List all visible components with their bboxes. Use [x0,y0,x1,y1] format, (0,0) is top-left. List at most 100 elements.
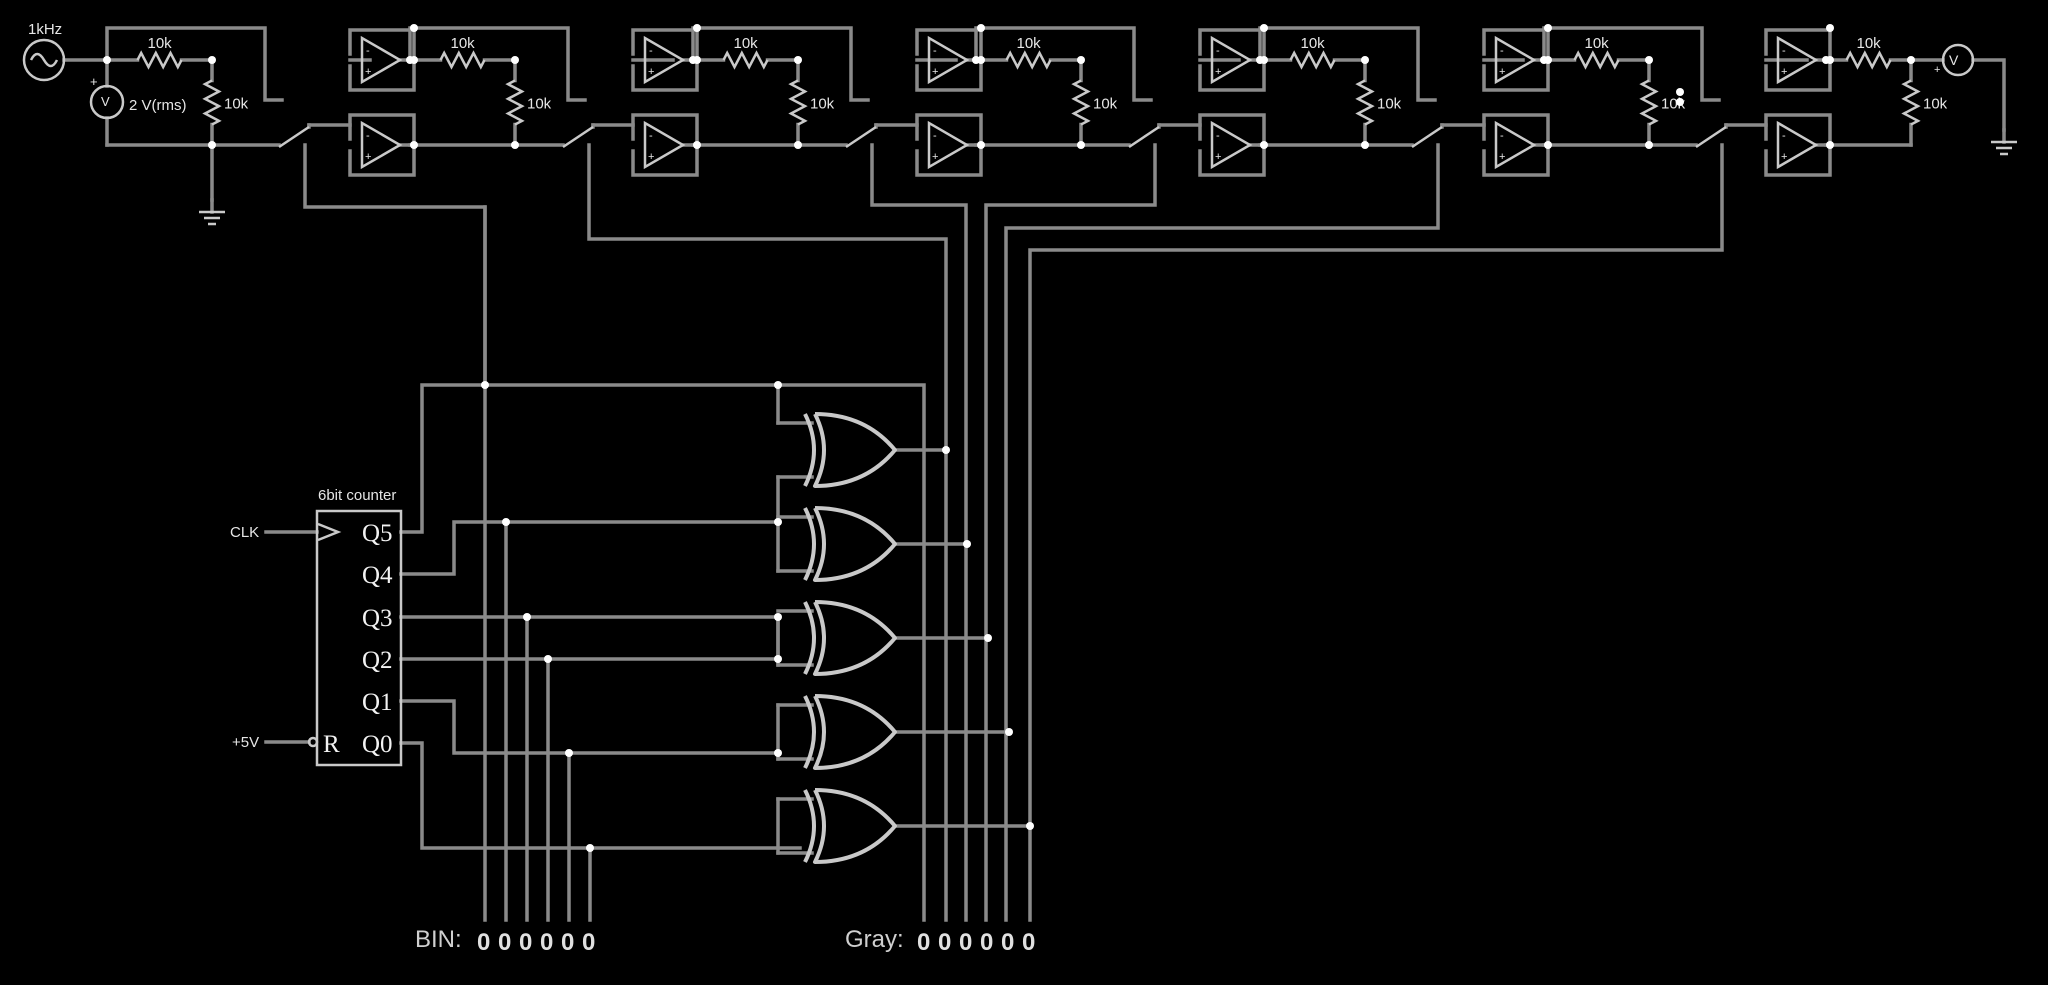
resistor [1005,50,1052,70]
opamp-triangle [927,35,970,85]
reset-bubble [307,736,319,748]
switch-blade [1695,125,1727,149]
opamp-feedback [348,58,416,92]
junction-dot [208,56,216,64]
opamp-minus: - [933,45,937,57]
opamp-minus: - [1216,45,1220,57]
gray-bit-1: 0 [1001,929,1014,956]
junction-dot [774,749,782,757]
opamp-minus: - [1500,130,1504,142]
bin-bit-0: 0 [582,929,595,956]
resistor [788,79,808,126]
opamp-triangle [1776,35,1819,85]
resistor-value-label: 10k [1017,35,1042,52]
control-line-stage-2 [587,143,948,922]
wire [691,26,870,102]
wire [408,26,587,102]
wire [1542,26,1721,102]
opamp-feedback [631,58,699,92]
opamp-minus: - [1500,45,1504,57]
junction-dot [502,518,510,526]
resistor-value-label: 10k [1093,96,1118,113]
xor-gate [803,600,897,676]
bin-bit-2: 0 [540,929,553,956]
opamp-feedback [631,28,699,62]
xor-gate-outline [813,694,897,770]
junction-dot [972,56,980,64]
counter-pin-q2: Q2 [362,647,393,674]
junction-dot [1540,56,1548,64]
junction-dot [977,24,985,32]
resistor [1573,50,1620,70]
opamp-feedback [1198,58,1266,92]
opamp-triangle [1210,35,1253,85]
switch-blade [278,125,310,149]
bin-bit-5: 0 [477,929,490,956]
xor-gate-outline [803,413,816,487]
opamp-minus: - [366,130,370,142]
wire [1971,58,2006,132]
junction-dot [1256,56,1264,64]
opamp-minus: - [933,130,937,142]
resistor-value-label: 10k [527,96,552,113]
gray-bit-0: 0 [1022,929,1035,956]
junction-dot [1361,141,1369,149]
junction-dot [1077,141,1085,149]
opamp-triangle [1494,120,1537,170]
control-line-stage-6 [1028,143,1724,922]
opamp-minus: - [1782,45,1786,57]
wire [1258,26,1437,102]
opamp-feedback [1764,113,1832,147]
junction-dot [689,56,697,64]
clk-label: CLK [230,524,259,541]
opamp-triangle [360,120,403,170]
opamp-feedback [1764,143,1832,177]
junction-dot [1544,24,1552,32]
counter-pin-q5: Q5 [362,520,393,547]
xor-gate-outline [803,789,816,863]
junction-dot [984,634,992,642]
junction-dot [103,56,111,64]
junction-dot [410,141,418,149]
junction-dot [1676,88,1684,96]
opamp-triangle [643,120,686,170]
resistor [1355,79,1375,126]
bin-bit-3: 0 [519,929,532,956]
junction-dot [774,655,782,663]
opamp-feedback [1198,113,1266,147]
opamp-minus: - [1216,130,1220,142]
bin-readout-label: BIN: [415,926,462,953]
clock-triangle [317,522,342,542]
resistor [202,79,222,126]
opamp-plus: + [1499,151,1505,163]
junction-dot [942,446,950,454]
junction-dot [1826,141,1834,149]
components: 10k10k-+-+10k10k-+-+10k10k-+-+10k10k-+-+… [22,28,2017,864]
output-meter-plus-sign: + [1934,64,1940,76]
xor-gate-outline [803,695,816,769]
bin-bit-1: 0 [561,929,574,956]
opamp-triangle [643,35,686,85]
junction-dot [481,381,489,389]
opamp-plus: + [365,151,371,163]
resistor [1289,50,1336,70]
reset-supply-label: +5V [232,734,259,751]
gray-bit-3: 0 [959,929,972,956]
q1-line [399,699,780,755]
opamp-feedback [1764,58,1832,92]
junction-dot [406,56,414,64]
opamp-feedback [915,113,983,147]
junction-dot [977,141,985,149]
q0-line [399,741,802,850]
opamp-feedback [348,143,416,177]
junction-dot [1826,24,1834,32]
opamp-plus: + [1499,66,1505,78]
opamp-feedback [915,58,983,92]
counter-pin-q0: Q0 [362,731,393,758]
control-line-stage-3 [870,143,968,922]
switch-blade [1128,125,1160,149]
junction-dot [1645,56,1653,64]
counter-pin-q4: Q4 [362,562,393,589]
resistor-value-label: 10k [224,96,249,113]
opamp-plus: + [932,151,938,163]
